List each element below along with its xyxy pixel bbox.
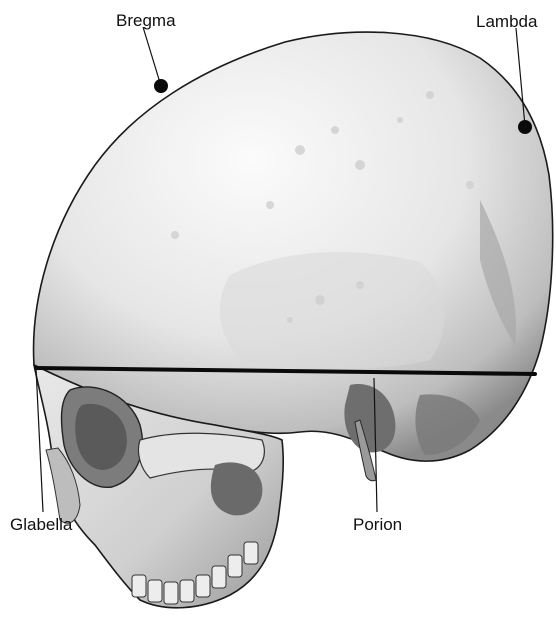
label-porion: Porion: [353, 515, 402, 534]
temporal-line-shading: [220, 252, 445, 369]
label-lambda: Lambda: [476, 12, 538, 31]
bregma-marker: [154, 79, 168, 93]
label-bregma: Bregma: [116, 11, 176, 30]
lambda-marker: [518, 120, 532, 134]
label-glabella: Glabella: [10, 515, 73, 534]
